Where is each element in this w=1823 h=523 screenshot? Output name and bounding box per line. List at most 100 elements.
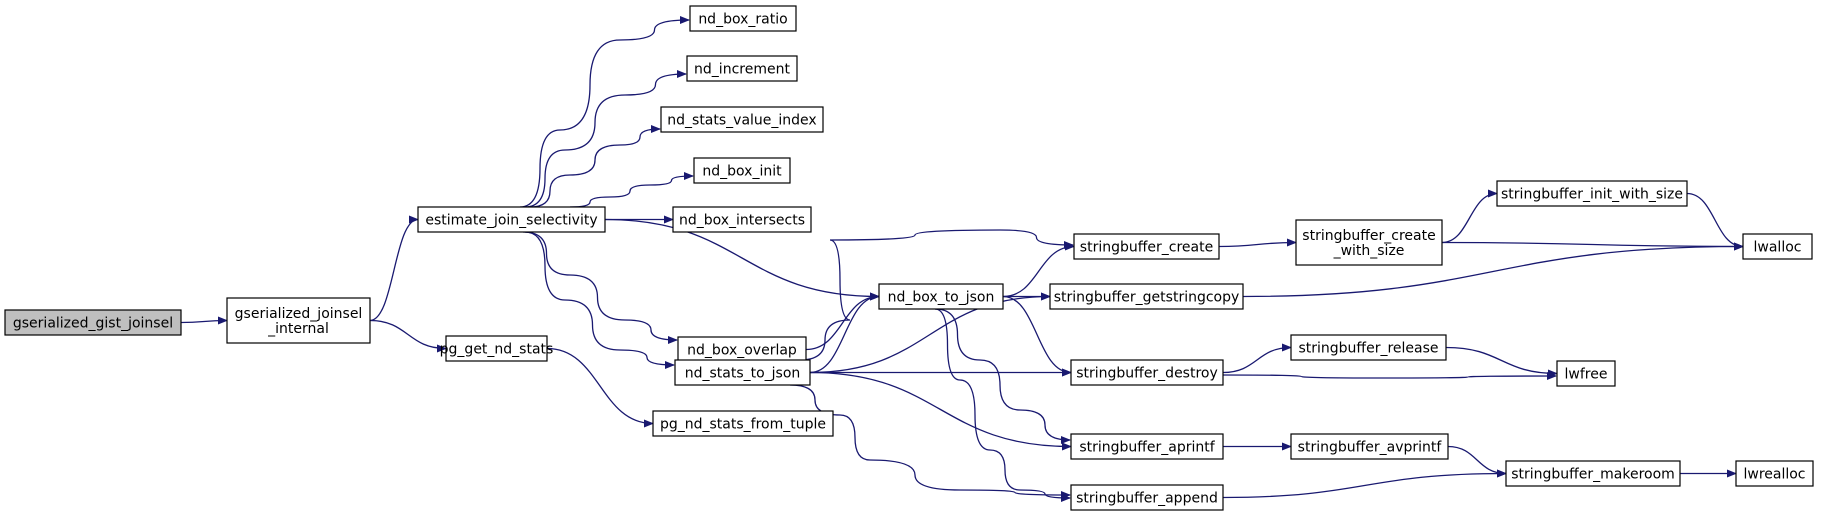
node-stringbuffer-create[interactable]: stringbuffer_create	[1073, 233, 1220, 260]
node-label: nd_box_init	[702, 164, 782, 180]
node-box	[677, 336, 807, 363]
node-label: pg_get_nd_stats	[440, 342, 554, 358]
node-stringbuffer-release[interactable]: stringbuffer_release	[1290, 334, 1447, 361]
node-label: stringbuffer_init_with_size	[1501, 187, 1683, 203]
edge-nd_stats_to_json-to-stringbuffer_getstringcopy	[809, 292, 1051, 374]
node-estimate-join-selectivity[interactable]: estimate_join_selectivity	[417, 206, 606, 233]
edge-nd_stats_to_json-to-stringbuffer_create	[799, 229, 1074, 361]
node-lwfree[interactable]: lwfree	[1556, 360, 1616, 387]
node-nd-box-to-json[interactable]: nd_box_to_json	[878, 283, 1004, 310]
edge-gserialized_gist_joinsel-to-gserialized_joinsel_internal	[180, 316, 228, 325]
node-label: stringbuffer_aprintf	[1079, 440, 1215, 456]
edge-estimate_join_selectivity-to-nd_box_overlap	[522, 231, 678, 344]
edge-estimate_join_selectivity-to-nd_stats_value_index	[529, 125, 661, 208]
node-box	[660, 106, 824, 133]
node-label: stringbuffer_append	[1076, 491, 1218, 507]
edge-nd_box_to_json-to-stringbuffer_destroy	[1002, 295, 1072, 377]
node-stringbuffer-aprintf[interactable]: stringbuffer_aprintf	[1070, 433, 1224, 460]
node-label: estimate_join_selectivity	[425, 213, 597, 229]
node-label: lwfree	[1565, 367, 1608, 383]
node-box	[1505, 460, 1681, 487]
node-nd-stats-to-json[interactable]: nd_stats_to_json	[674, 359, 811, 386]
edge-nd_stats_to_json-to-nd_box_to_json	[809, 292, 880, 374]
node-label: lwalloc	[1754, 240, 1802, 256]
node-label: pg_nd_stats_from_tuple	[660, 417, 826, 433]
node-box	[878, 283, 1004, 310]
node-nd-box-ratio[interactable]: nd_box_ratio	[689, 5, 797, 32]
node-nd-box-init[interactable]: nd_box_init	[693, 157, 791, 184]
node-box	[1735, 460, 1814, 487]
node-box	[1070, 484, 1224, 511]
node-stringbuffer-append[interactable]: stringbuffer_append	[1070, 484, 1224, 511]
edge-pg_get_nd_stats-to-pg_nd_stats_from_tuple	[546, 347, 654, 428]
node-stringbuffer-destroy[interactable]: stringbuffer_destroy	[1070, 359, 1224, 386]
node-label: stringbuffer_getstringcopy	[1054, 290, 1240, 306]
node-stringbuffer-avprintf[interactable]: stringbuffer_avprintf	[1290, 433, 1449, 460]
node-box	[1070, 433, 1224, 460]
node-nd-stats-value-index[interactable]: nd_stats_value_index	[660, 106, 824, 133]
node-box	[1496, 180, 1688, 207]
node-box	[674, 359, 811, 386]
edge-stringbuffer_append-to-stringbuffer_makeroom	[1222, 469, 1507, 499]
edges-layer	[180, 16, 1744, 502]
node-label: _internal	[267, 321, 329, 337]
node-pg-nd-stats-from-tuple[interactable]: pg_nd_stats_from_tuple	[652, 410, 834, 437]
edge-nd_stats_to_json-to-stringbuffer_aprintf	[809, 371, 1072, 451]
node-label: gserialized_gist_joinsel	[13, 316, 173, 332]
node-box	[1049, 283, 1244, 310]
node-label: stringbuffer_release	[1298, 341, 1438, 357]
node-stringbuffer-makeroom[interactable]: stringbuffer_makeroom	[1505, 460, 1681, 487]
node-label: nd_increment	[694, 62, 790, 78]
node-lwrealloc[interactable]: lwrealloc	[1735, 460, 1814, 487]
node-box	[1290, 433, 1449, 460]
node-box	[1073, 233, 1220, 260]
edge-nd_box_overlap-to-nd_box_to_json	[805, 292, 880, 351]
node-pg-get-nd-stats[interactable]: pg_get_nd_stats	[440, 335, 554, 362]
node-box	[1070, 359, 1224, 386]
node-box	[417, 206, 606, 233]
node-stringbuffer-init-with-size[interactable]: stringbuffer_init_with_size	[1496, 180, 1688, 207]
edge-stringbuffer_destroy-to-lwfree	[1222, 372, 1557, 381]
edge-stringbuffer_avprintf-to-stringbuffer_makeroom	[1447, 445, 1507, 478]
node-lwalloc[interactable]: lwalloc	[1742, 233, 1813, 260]
node-label: stringbuffer_makeroom	[1511, 467, 1675, 483]
node-nd-box-intersects[interactable]: nd_box_intersects	[672, 206, 812, 233]
edge-estimate_join_selectivity-to-nd_box_init	[569, 172, 694, 208]
node-label: nd_box_intersects	[679, 213, 805, 229]
node-nd-box-overlap[interactable]: nd_box_overlap	[677, 336, 807, 363]
node-box	[1295, 219, 1443, 266]
node-box	[686, 55, 798, 82]
edge-stringbuffer_getstringcopy-to-lwalloc	[1242, 242, 1744, 298]
node-label: gserialized_joinsel	[235, 306, 363, 322]
node-label: nd_box_to_json	[888, 290, 995, 306]
node-label: stringbuffer_create	[1080, 240, 1213, 256]
edge-stringbuffer_create_with_size-to-stringbuffer_init_with_size	[1441, 189, 1498, 244]
edge-stringbuffer_create-to-stringbuffer_create_with_size	[1218, 238, 1297, 248]
node-gserialized-joinsel-internal[interactable]: gserialized_joinsel_internal	[226, 297, 371, 344]
node-label: stringbuffer_create	[1302, 228, 1435, 244]
edge-gserialized_joinsel_internal-to-estimate_join_selectivity	[369, 215, 419, 322]
node-box	[1742, 233, 1813, 260]
node-label: stringbuffer_avprintf	[1298, 440, 1443, 456]
edge-nd_box_to_json-to-stringbuffer_aprintf	[934, 308, 1071, 444]
node-label: nd_box_overlap	[687, 343, 797, 359]
edge-stringbuffer_release-to-lwfree	[1445, 346, 1558, 378]
node-box	[445, 335, 548, 362]
node-box	[226, 297, 371, 344]
node-stringbuffer-getstringcopy[interactable]: stringbuffer_getstringcopy	[1049, 283, 1244, 310]
node-label: nd_stats_to_json	[685, 366, 801, 382]
node-label: _with_size	[1333, 243, 1405, 259]
node-label: nd_box_ratio	[698, 12, 787, 28]
edge-estimate_join_selectivity-to-nd_increment	[524, 70, 687, 208]
edge-nd_stats_to_json-to-stringbuffer_append	[789, 384, 1071, 499]
edge-estimate_join_selectivity-to-nd_box_ratio	[519, 16, 690, 208]
edge-stringbuffer_destroy-to-stringbuffer_release	[1222, 343, 1292, 374]
node-nd-increment[interactable]: nd_increment	[686, 55, 798, 82]
node-label: stringbuffer_destroy	[1076, 366, 1218, 382]
node-gserialized-gist-joinsel[interactable]: gserialized_gist_joinsel	[4, 309, 182, 336]
edge-stringbuffer_create_with_size-to-lwalloc	[1441, 241, 1744, 251]
nodes-layer: gserialized_gist_joinsel gserialized_join…	[4, 5, 1814, 511]
node-stringbuffer-create-with-size[interactable]: stringbuffer_create_with_size	[1295, 219, 1443, 266]
